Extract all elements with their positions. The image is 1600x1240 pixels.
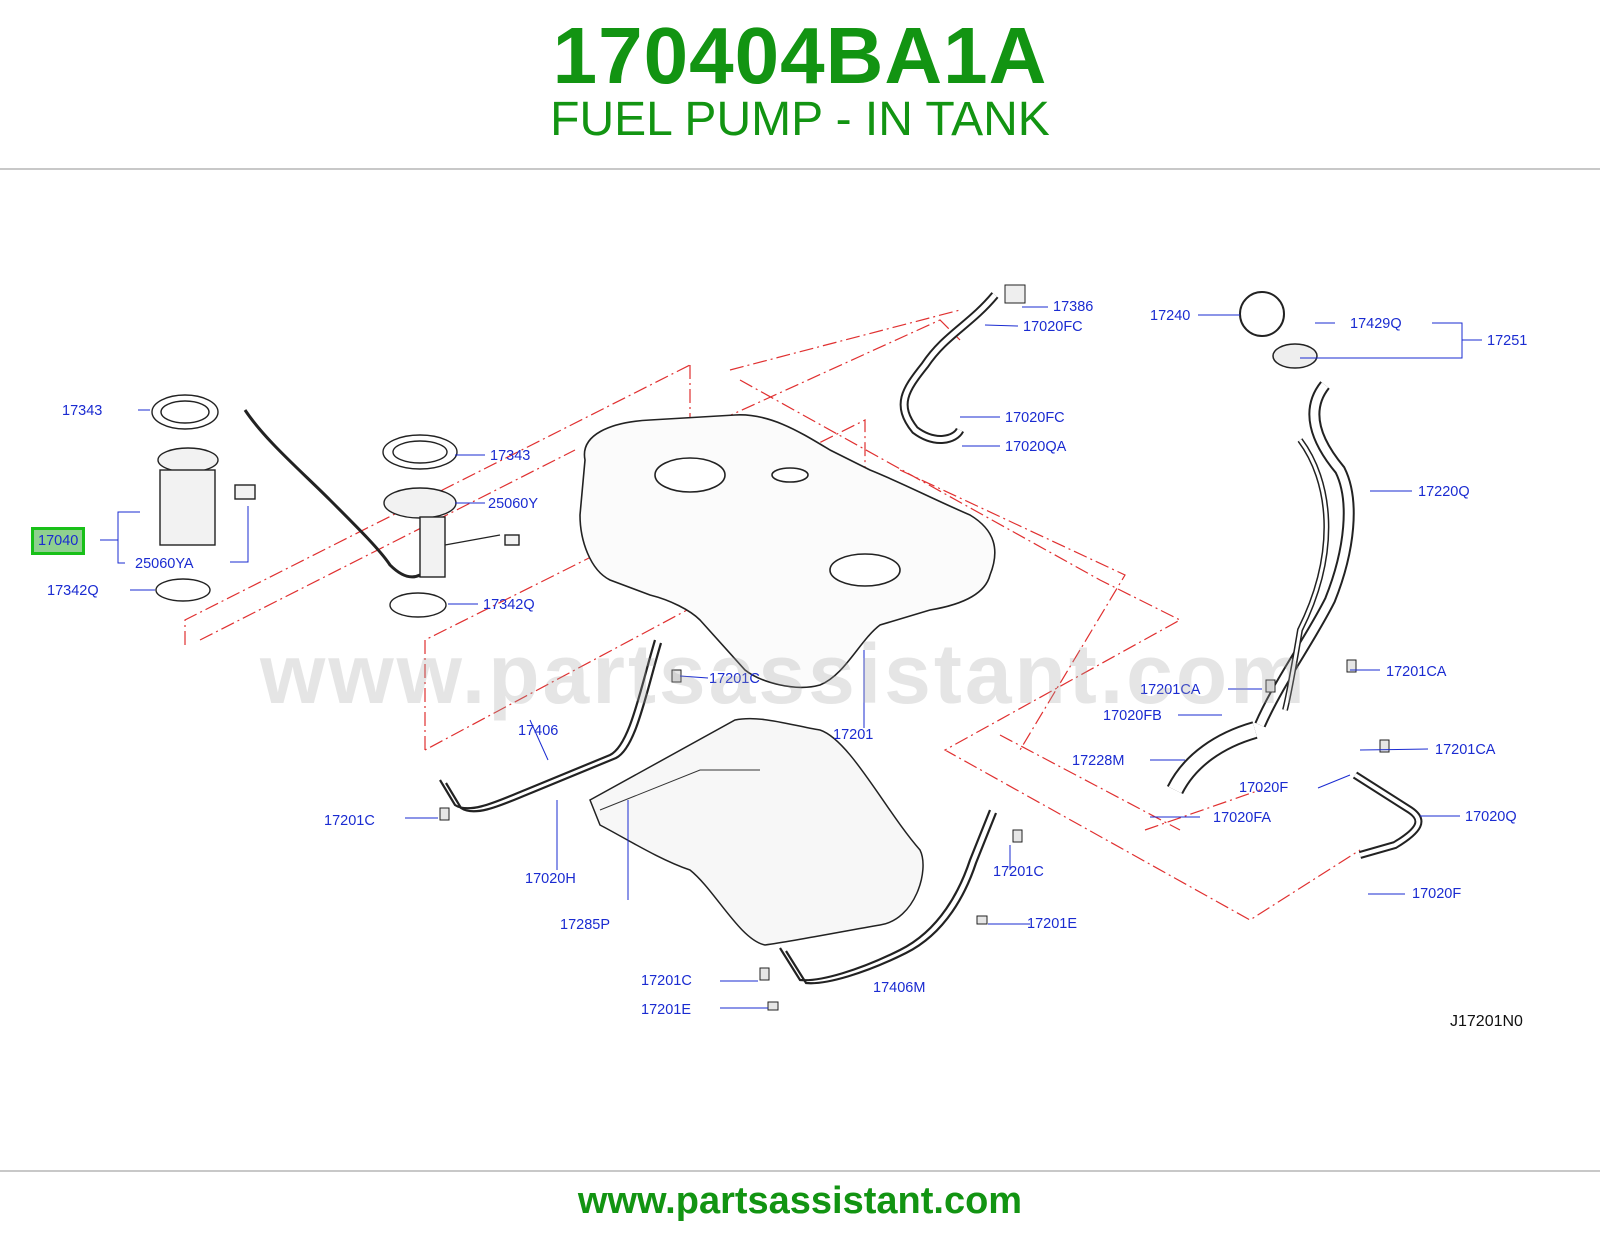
callout-17285P: 17285P [560, 917, 610, 933]
part-number: 170404BA1A [552, 11, 1048, 100]
fuel-tank-outline [579, 414, 996, 689]
callout-17240: 17240 [1150, 308, 1191, 324]
callout-17020QA: 17020QA [1005, 439, 1067, 455]
callout-17020FC: 17020FC [1023, 319, 1083, 335]
callout-25060YA: 25060YA [135, 556, 194, 572]
callout-17020Q: 17020Q [1465, 809, 1517, 825]
callout-17201C: 17201C [641, 973, 692, 989]
callout-17020FA: 17020FA [1213, 810, 1272, 826]
header-divider [0, 168, 1600, 170]
callout-17343: 17343 [490, 448, 531, 464]
callout-17406M: 17406M [873, 980, 926, 996]
page-header: 170404BA1A FUEL PUMP - IN TANK [0, 0, 1600, 168]
phantom-lines [184, 309, 1361, 921]
callout-17251: 17251 [1487, 333, 1528, 349]
tank-straps [439, 639, 998, 985]
callout-17201CA: 17201CA [1386, 664, 1447, 680]
diagram-drawing [100, 284, 1482, 1011]
callout-17020F: 17020F [1239, 780, 1289, 796]
footer-divider [0, 1170, 1600, 1172]
callout-25060Y: 25060Y [488, 496, 538, 512]
parts-diagram: 17343 17343 25060Y 25060YA 17342Q 17342Q… [0, 170, 1600, 1168]
callout-17201CA: 17201CA [1140, 682, 1201, 698]
callout-17343: 17343 [62, 403, 103, 419]
diagram-ref-code: J17201N0 [1450, 1013, 1523, 1030]
callout-17201: 17201 [833, 727, 874, 743]
leader-lines [100, 306, 1482, 1009]
callout-17201C: 17201C [709, 671, 760, 687]
callout-17201E: 17201E [641, 1002, 691, 1018]
callout-17020F: 17020F [1412, 886, 1462, 902]
callout-17201E: 17201E [1027, 916, 1077, 932]
callout-17406: 17406 [518, 723, 559, 739]
highlighted-part-label[interactable]: 17040 [31, 527, 86, 555]
callout-17020H: 17020H [525, 871, 576, 887]
callout-17020FC: 17020FC [1005, 410, 1065, 426]
watermark: www.partsassistant.com [260, 627, 1308, 721]
footer-url[interactable]: www.partsassistant.com [577, 1180, 1023, 1222]
callout-17220Q: 17220Q [1418, 484, 1470, 500]
part-title: FUEL PUMP - IN TANK [550, 93, 1050, 146]
callout-17201CA: 17201CA [1435, 742, 1496, 758]
callout-17020FB: 17020FB [1103, 708, 1162, 724]
callout-17342Q: 17342Q [47, 583, 99, 599]
sender-unit [382, 434, 520, 618]
callout-17342Q: 17342Q [483, 597, 535, 613]
callout-17228M: 17228M [1072, 753, 1125, 769]
callout-17201C: 17201C [993, 864, 1044, 880]
callout-17429Q: 17429Q [1350, 316, 1402, 332]
callout-17201C: 17201C [324, 813, 375, 829]
fuel-pump-module [151, 394, 256, 602]
bolts [439, 659, 1390, 1011]
callout-17386: 17386 [1053, 299, 1094, 315]
heat-shield-outline [589, 717, 924, 946]
